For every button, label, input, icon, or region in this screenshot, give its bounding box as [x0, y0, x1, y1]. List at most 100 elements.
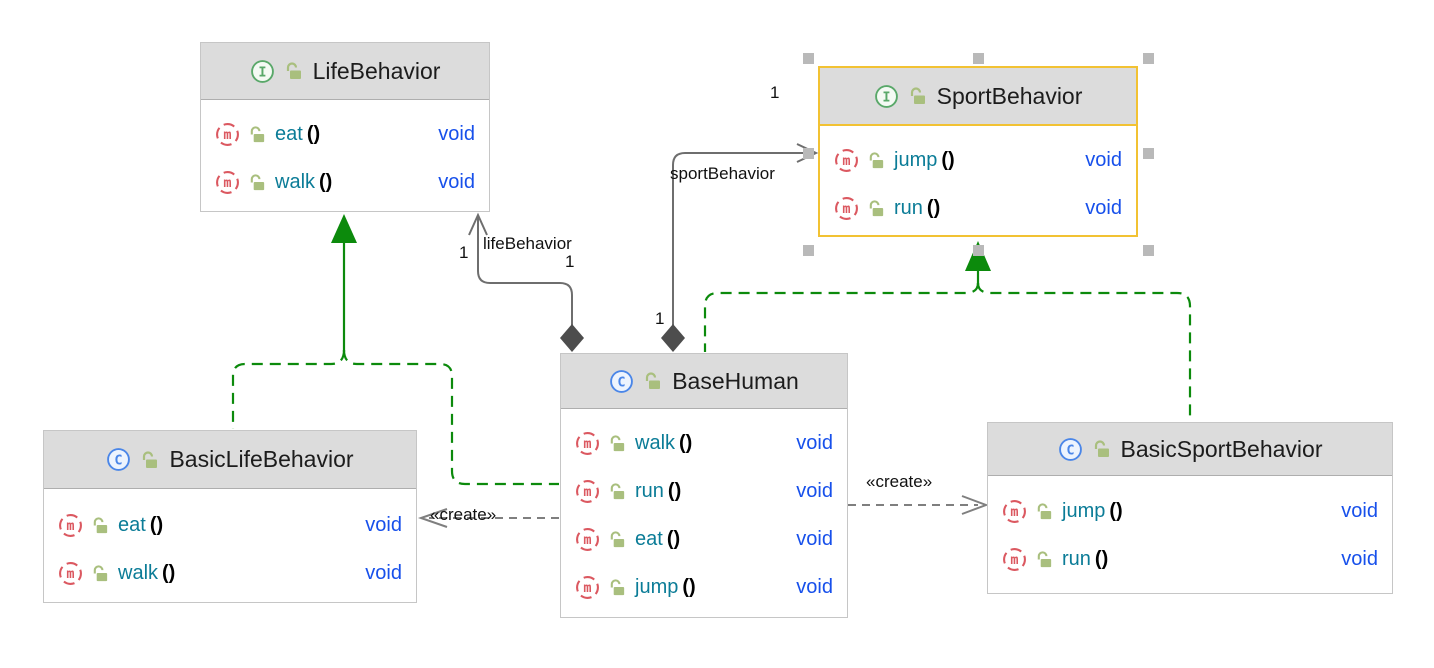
- open-arrowhead-icon: [796, 143, 819, 163]
- method-name: eat: [635, 527, 663, 550]
- edge-aggregation-lifebehavior[interactable]: [468, 212, 584, 352]
- method-icon: m: [1002, 547, 1027, 572]
- selection-handle-ne[interactable]: [1143, 53, 1154, 64]
- selection-handle-n[interactable]: [973, 53, 984, 64]
- method-parens: (): [926, 196, 941, 219]
- unlocked-lock-icon: [140, 450, 160, 470]
- node-header[interactable]: C BaseHuman: [561, 354, 847, 409]
- unlocked-lock-icon: [608, 434, 627, 453]
- class-icon: C: [609, 369, 634, 394]
- triangle-arrowhead-icon: [965, 241, 991, 271]
- method-row[interactable]: m jump() void: [820, 136, 1136, 184]
- method-parens: (): [682, 575, 696, 598]
- method-return-type: void: [365, 513, 402, 536]
- svg-text:m: m: [583, 532, 591, 548]
- selection-handle-sw[interactable]: [803, 245, 814, 256]
- open-arrowhead-icon: [468, 212, 488, 236]
- method-row[interactable]: m walk() void: [201, 158, 489, 206]
- unlocked-lock-icon: [248, 173, 267, 192]
- method-return-type: void: [1341, 547, 1378, 570]
- class-icon: C: [106, 447, 131, 472]
- edge-create-basiclifebehavior[interactable]: [417, 508, 559, 528]
- svg-text:m: m: [583, 484, 591, 500]
- edge-label-create-right: «create»: [866, 472, 933, 491]
- edge-realization-sportbehavior[interactable]: [703, 241, 1192, 421]
- method-parens: (): [162, 561, 176, 584]
- class-title: BasicSportBehavior: [1120, 435, 1323, 462]
- method-return-type: void: [438, 122, 475, 145]
- selection-handle-w[interactable]: [803, 148, 814, 159]
- method-parens: (): [1094, 547, 1109, 570]
- triangle-arrowhead-icon: [331, 214, 357, 243]
- method-parens: (): [679, 431, 693, 454]
- method-name: walk: [635, 431, 676, 454]
- unlocked-lock-icon: [608, 530, 627, 549]
- svg-text:m: m: [842, 153, 850, 169]
- multiplicity-label: 1: [459, 243, 469, 262]
- multiplicity-label: 1: [565, 252, 575, 271]
- multiplicity-label: 1: [655, 309, 665, 328]
- method-row[interactable]: m walk() void: [561, 419, 847, 467]
- method-row[interactable]: m eat() void: [561, 515, 847, 563]
- svg-text:m: m: [223, 127, 231, 143]
- method-row[interactable]: m run() void: [561, 467, 847, 515]
- class-node-basiclifebehavior[interactable]: C BasicLifeBehavior m eat() void m walk(…: [43, 430, 417, 603]
- method-parens: (): [667, 479, 682, 502]
- svg-text:C: C: [1066, 442, 1074, 458]
- method-row[interactable]: m run() void: [820, 184, 1136, 232]
- node-header[interactable]: I SportBehavior: [820, 68, 1136, 126]
- multiplicity-label: 1: [770, 83, 780, 102]
- method-name: run: [894, 196, 923, 219]
- svg-text:m: m: [1010, 504, 1018, 520]
- svg-text:I: I: [882, 89, 890, 105]
- selection-handle-s[interactable]: [973, 245, 984, 256]
- unlocked-lock-icon: [867, 199, 886, 218]
- method-row[interactable]: m jump() void: [988, 487, 1392, 535]
- class-node-basicsportbehavior[interactable]: C BasicSportBehavior m jump() void m run…: [987, 422, 1393, 594]
- node-header[interactable]: C BasicLifeBehavior: [44, 431, 416, 489]
- edge-create-basicsportbehavior[interactable]: [848, 495, 989, 515]
- unlocked-lock-icon: [91, 564, 110, 583]
- unlocked-lock-icon: [608, 578, 627, 597]
- method-return-type: void: [438, 170, 475, 193]
- unlocked-lock-icon: [284, 61, 304, 81]
- method-row[interactable]: m jump() void: [561, 563, 847, 611]
- method-icon: m: [834, 196, 859, 221]
- open-arrowhead-icon: [417, 508, 448, 528]
- method-row[interactable]: m run() void: [988, 535, 1392, 583]
- edge-realization-lifebehavior[interactable]: [231, 214, 559, 486]
- method-icon: m: [575, 575, 600, 600]
- node-header[interactable]: I LifeBehavior: [201, 43, 489, 100]
- method-name: jump: [894, 148, 938, 171]
- selection-handle-nw[interactable]: [803, 53, 814, 64]
- method-icon: m: [834, 148, 859, 173]
- unlocked-lock-icon: [867, 151, 886, 170]
- edge-label-sportbehavior-field: sportBehavior: [670, 164, 775, 183]
- class-node-basehuman[interactable]: C BaseHuman m walk() void m run() void m: [560, 353, 848, 618]
- method-return-type: void: [1085, 196, 1122, 219]
- diamond-icon: [560, 324, 584, 352]
- method-icon: m: [58, 513, 83, 538]
- method-row[interactable]: m walk() void: [44, 549, 416, 597]
- node-header[interactable]: C BasicSportBehavior: [988, 423, 1392, 476]
- method-name: run: [635, 479, 664, 502]
- method-parens: (): [941, 148, 955, 171]
- method-return-type: void: [796, 431, 833, 454]
- svg-text:m: m: [583, 580, 591, 596]
- edge-aggregation-sportbehavior[interactable]: [661, 143, 819, 352]
- method-row[interactable]: m eat() void: [44, 501, 416, 549]
- method-name: eat: [275, 122, 303, 145]
- method-parens: (): [666, 527, 681, 550]
- selection-handle-se[interactable]: [1143, 245, 1154, 256]
- unlocked-lock-icon: [1092, 439, 1112, 459]
- edge-label-lifebehavior-field: lifeBehavior: [483, 234, 572, 253]
- selection-handle-e[interactable]: [1143, 148, 1154, 159]
- method-parens: (): [149, 513, 164, 536]
- class-node-lifebehavior[interactable]: I LifeBehavior m eat() void m walk() voi…: [200, 42, 490, 212]
- method-name: run: [1062, 547, 1091, 570]
- svg-text:C: C: [115, 452, 123, 468]
- method-row[interactable]: m eat() void: [201, 110, 489, 158]
- class-node-sportbehavior[interactable]: I SportBehavior m jump() void m run() vo…: [818, 66, 1138, 237]
- svg-text:I: I: [258, 64, 266, 80]
